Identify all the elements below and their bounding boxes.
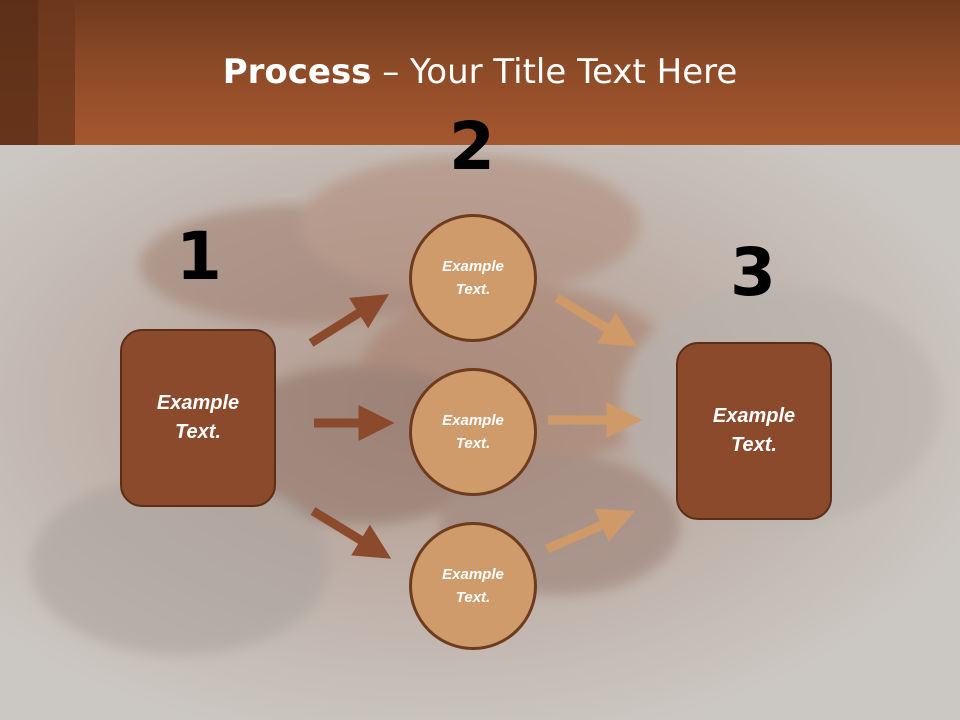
step-number-1[interactable]: 1 xyxy=(176,218,222,295)
step-number-3[interactable]: 3 xyxy=(730,234,776,311)
left-box-text: Example Text. xyxy=(156,392,240,443)
arrow-from-circle-top xyxy=(554,294,638,347)
title-banner: Process – Your Title Text Here xyxy=(0,0,960,145)
circle-bottom-text: Example Text. xyxy=(442,566,504,606)
process-circle-bottom[interactable]: Example Text. xyxy=(409,522,537,650)
step-number-2[interactable]: 2 xyxy=(449,108,495,185)
right-process-box[interactable]: Example Text. xyxy=(676,342,832,520)
title-bold-part: Process xyxy=(222,52,372,92)
slide-title[interactable]: Process – Your Title Text Here xyxy=(0,52,960,92)
process-circle-top[interactable]: Example Text. xyxy=(409,214,537,342)
title-rest-part: – Your Title Text Here xyxy=(371,52,738,92)
arrow-to-circle-top xyxy=(308,294,390,347)
circle-middle-text: Example Text. xyxy=(442,412,504,452)
arrow-from-circle-bottom xyxy=(545,508,635,554)
arrow-to-circle-bottom xyxy=(310,507,392,559)
left-process-box[interactable]: Example Text. xyxy=(120,329,276,507)
process-circle-middle[interactable]: Example Text. xyxy=(409,368,537,496)
right-box-text: Example Text. xyxy=(712,405,796,456)
circle-top-text: Example Text. xyxy=(442,258,504,298)
banner-accent-bar xyxy=(38,0,75,145)
banner-accent-bar xyxy=(0,0,38,145)
